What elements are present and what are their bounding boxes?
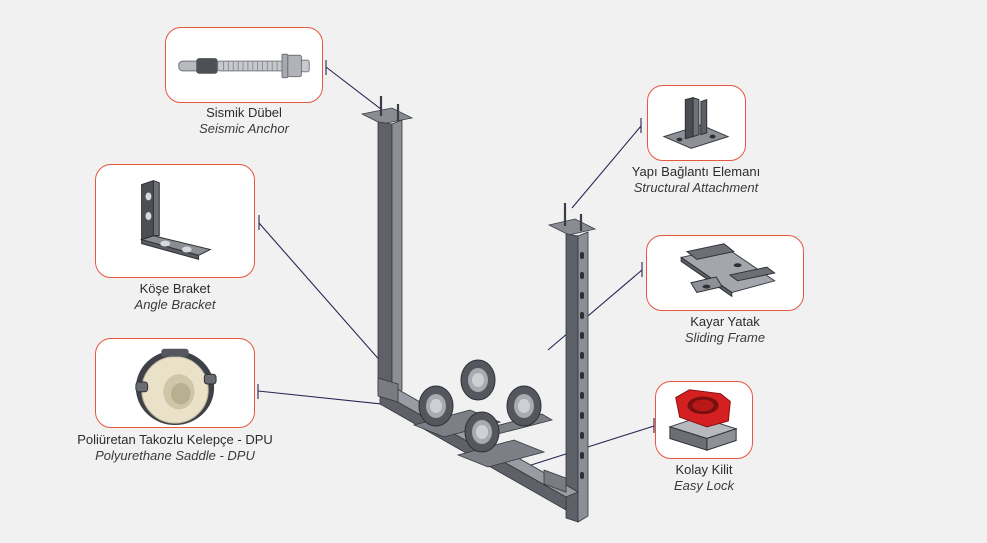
pipe-saddles xyxy=(412,359,554,468)
structural-attachment-label: Yapı Bağlantı Elemanı Structural Attachm… xyxy=(610,164,782,196)
leader-line-sliding xyxy=(547,269,643,351)
easy-lock-label-tr: Kolay Kilit xyxy=(675,462,733,477)
angle-bracket-label-tr: Köşe Braket xyxy=(139,281,211,296)
polyurethane-saddle-label: Poliüretan Takozlu Kelepçe - DPU Polyure… xyxy=(40,432,310,464)
seismic-anchor-label-tr: Sismik Dübel xyxy=(206,105,282,120)
sliding-frame-label-en: Sliding Frame xyxy=(684,330,766,345)
angle-bracket-card xyxy=(95,164,255,278)
polyurethane-saddle-card xyxy=(95,338,255,428)
easy-lock-icon xyxy=(668,389,738,451)
structural-attachment-card xyxy=(647,85,746,161)
angle-bracket-label: Köşe Braket Angle Bracket xyxy=(95,281,255,313)
easy-lock-label: Kolay Kilit Easy Lock xyxy=(640,462,768,494)
sliding-frame-icon xyxy=(679,243,776,298)
structural-attachment-label-en: Structural Attachment xyxy=(633,180,759,195)
leader-line-anchor xyxy=(325,66,383,111)
seismic-anchor-label: Sismik Dübel Seismic Anchor xyxy=(160,105,328,137)
seismic-anchor-icon xyxy=(178,53,310,79)
sliding-frame-label: Kayar Yatak Sliding Frame xyxy=(640,314,810,346)
sliding-frame-card xyxy=(646,235,804,311)
easy-lock-label-en: Easy Lock xyxy=(674,478,734,493)
leader-line-attachment xyxy=(571,125,642,209)
polyurethane-saddle-label-en: Polyurethane Saddle - DPU xyxy=(95,448,255,463)
sliding-frame-label-tr: Kayar Yatak xyxy=(690,314,760,329)
seismic-anchor-label-en: Seismic Anchor xyxy=(199,121,289,136)
structural-attachment-icon xyxy=(662,97,730,149)
angle-bracket-label-en: Angle Bracket xyxy=(134,297,216,312)
structural-attachment-label-tr: Yapı Bağlantı Elemanı xyxy=(631,164,761,179)
polyurethane-saddle-icon xyxy=(135,348,217,426)
polyurethane-saddle-label-tr: Poliüretan Takozlu Kelepçe - DPU xyxy=(77,432,273,447)
seismic-anchor-card xyxy=(165,27,323,103)
easy-lock-card xyxy=(655,381,753,459)
leader-line-bracket xyxy=(258,222,391,373)
leader-line-lock xyxy=(527,425,655,467)
angle-bracket-icon xyxy=(139,180,212,260)
